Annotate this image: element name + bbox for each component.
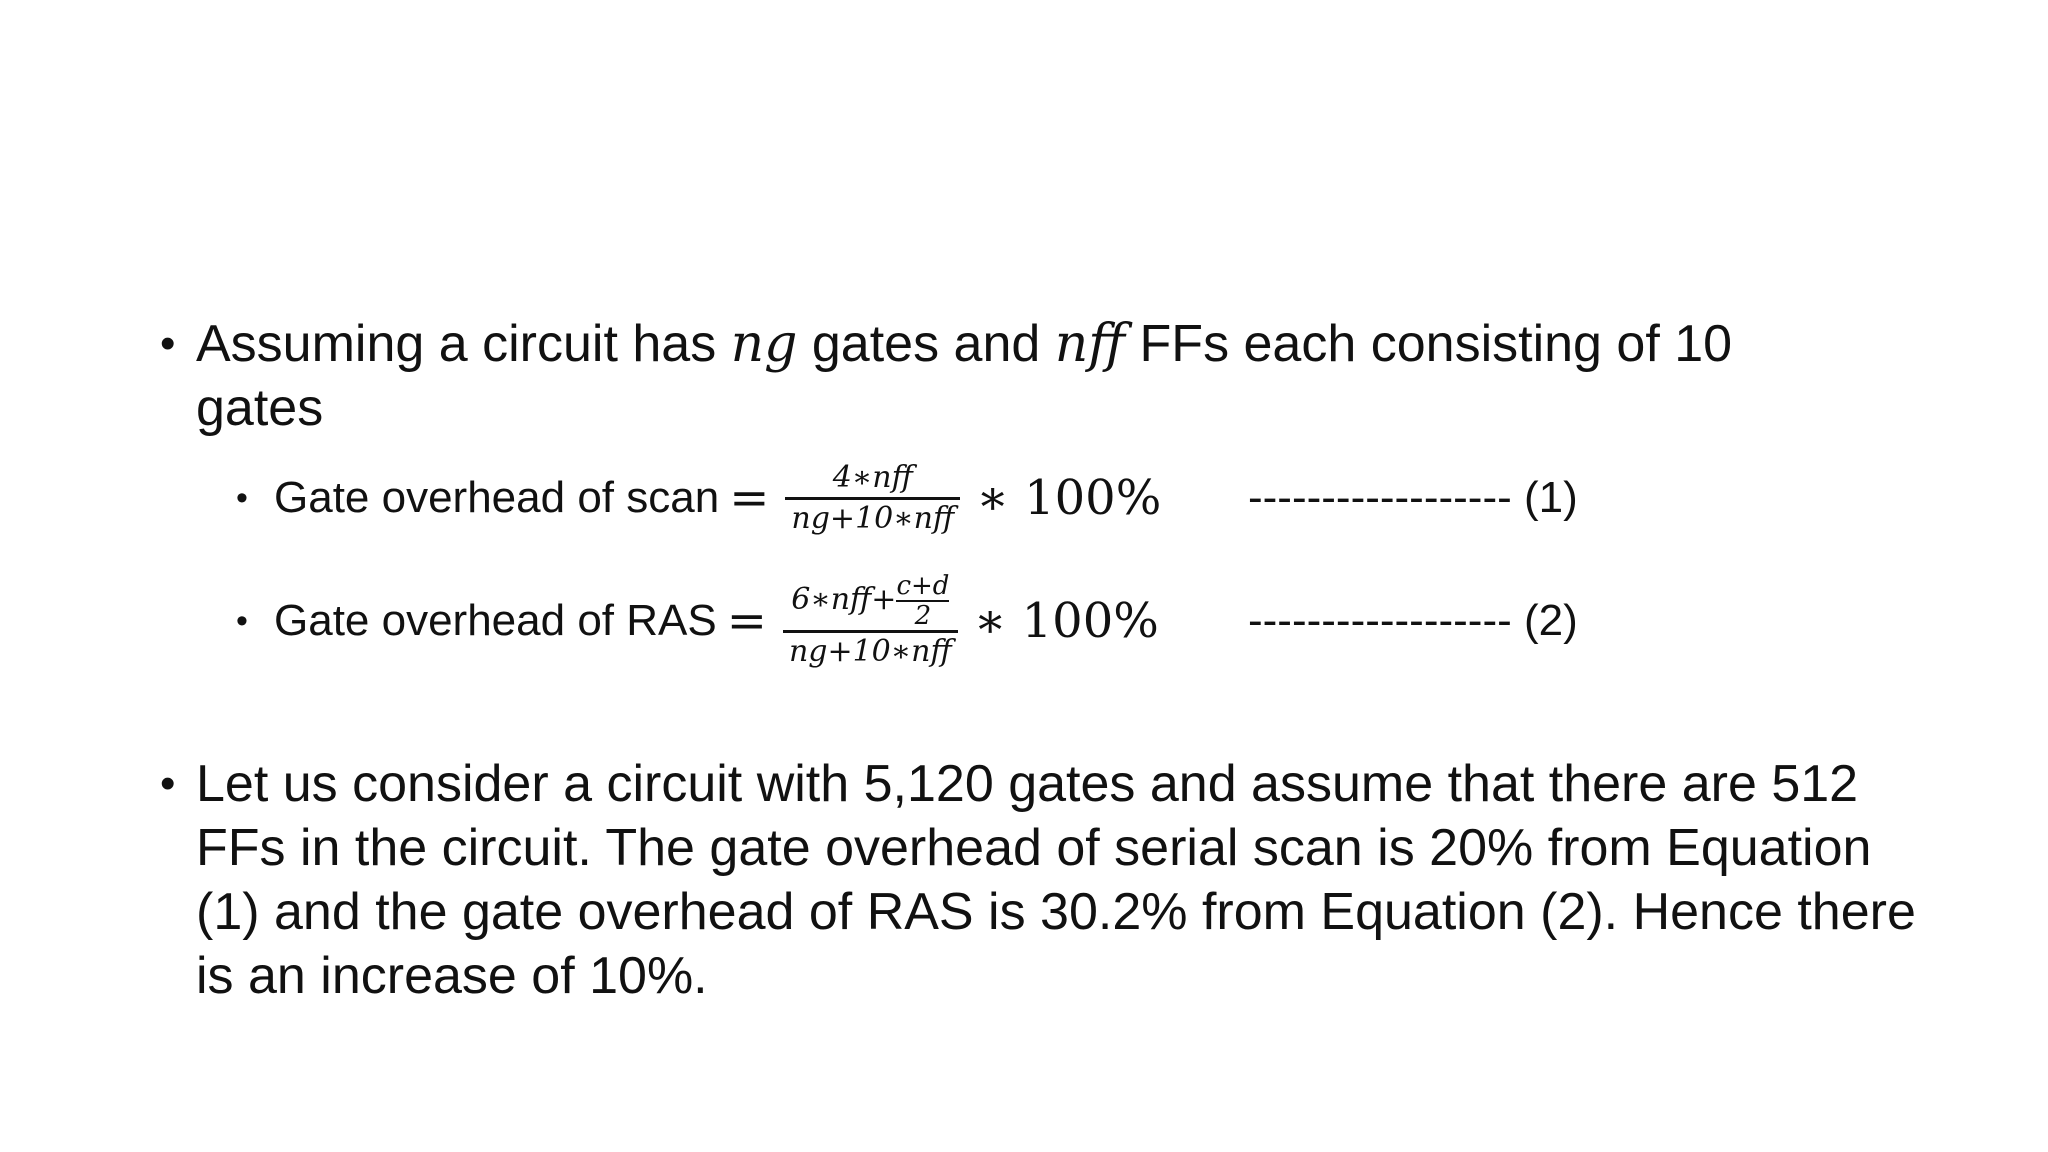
fraction-numerator: 6∗nff+ c+d 2 [785,572,955,630]
sub-bullet-ras-overhead: • Gate overhead of RAS = 6∗nff+ c+d 2 ng… [236,566,1578,676]
multiplier: ∗ 100% [973,593,1159,649]
bullet-dot: • [160,319,176,368]
bullet-example-text: Let us consider a circuit with 5,120 gat… [196,755,1916,1005]
assumption-text-a: Assuming a circuit has [196,315,731,373]
bullet-assumption-text: Assuming a circuit has ng gates and nff … [160,312,1860,440]
assumption-text-b: gates and [797,315,1055,373]
equals-sign: = [726,593,767,649]
inner-fraction: c+d 2 [896,570,950,631]
scan-overhead-label: Gate overhead of scan [274,473,720,522]
scan-overhead-fraction: 4∗nff ng+10∗nff [785,459,961,538]
fraction-bar [785,496,961,500]
sub-bullet-dot: • [236,479,248,517]
equation-number-1: ------------------ (1) [1248,473,1578,522]
var-ng: ng [730,314,798,374]
fraction-bar [782,629,958,633]
bullet-assumption: • Assuming a circuit has ng gates and nf… [160,312,1860,440]
equals-sign: = [729,470,770,526]
inner-numerator: c+d [896,570,950,601]
equation-number-2: ------------------ (2) [1248,596,1578,645]
assumption-text-c: FFs each consisting of 10 gates [196,315,1733,437]
bullet-example: • Let us consider a circuit with 5,120 g… [160,752,1920,1008]
inner-denominator: 2 [914,600,932,631]
sub-bullet-dot: • [236,602,248,640]
fraction-denominator: ng+10∗nff [788,633,952,669]
ras-overhead-fraction: 6∗nff+ c+d 2 ng+10∗nff [782,572,958,671]
var-nff: nff [1054,314,1126,374]
ras-overhead-label: Gate overhead of RAS [274,596,717,645]
fraction-denominator: ng+10∗nff [791,500,955,536]
sub-bullet-scan-overhead: • Gate overhead of scan = 4∗nff ng+10∗nf… [236,456,1578,540]
multiplier: ∗ 100% [976,470,1162,526]
fraction-numerator: 4∗nff [832,459,913,495]
bullet-dot: • [160,759,176,808]
numerator-part-a: 6∗nff+ [791,581,897,617]
inner-fraction-bar [896,599,950,602]
